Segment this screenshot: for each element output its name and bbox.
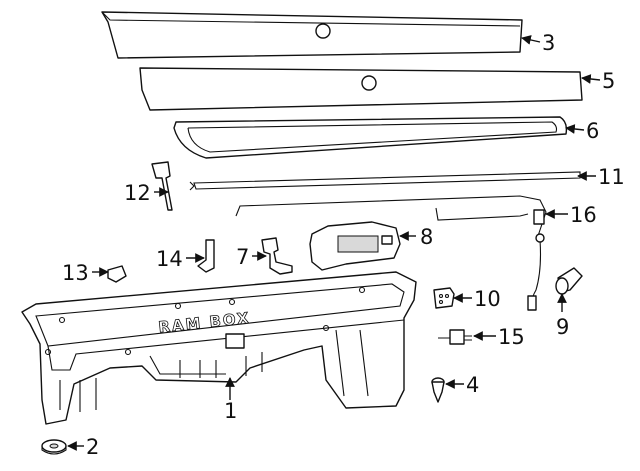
callout-2: 2 bbox=[86, 435, 99, 459]
part-5-lid-panel[interactable] bbox=[139, 67, 583, 111]
part-8-latch-housing[interactable] bbox=[309, 221, 401, 271]
callout-6: 6 bbox=[586, 119, 599, 143]
callout-3: 3 bbox=[542, 31, 555, 55]
callout-labels: 3 5 6 11 12 16 8 7 14 13 10 9 15 4 1 2 bbox=[62, 31, 625, 459]
callout-12: 12 bbox=[124, 181, 151, 205]
part-16-cable-assembly[interactable] bbox=[235, 195, 547, 311]
part-4-plug[interactable] bbox=[431, 377, 445, 403]
part-14-bracket[interactable] bbox=[197, 239, 215, 273]
callout-5: 5 bbox=[602, 69, 615, 93]
callout-1: 1 bbox=[224, 399, 237, 423]
callout-15: 15 bbox=[498, 325, 525, 349]
part-13-stopper[interactable] bbox=[107, 265, 127, 283]
part-15-connector[interactable] bbox=[438, 329, 472, 345]
leader-lines bbox=[67, 35, 601, 451]
callout-7: 7 bbox=[236, 245, 249, 269]
callout-9: 9 bbox=[556, 315, 569, 339]
callout-10: 10 bbox=[474, 287, 501, 311]
callout-11: 11 bbox=[598, 165, 625, 189]
callout-16: 16 bbox=[570, 203, 597, 227]
callout-14: 14 bbox=[156, 247, 183, 271]
part-2-washer[interactable] bbox=[41, 439, 67, 455]
part-10-plate[interactable] bbox=[433, 287, 455, 309]
callout-8: 8 bbox=[420, 225, 433, 249]
part-7-clip[interactable] bbox=[261, 237, 293, 275]
part-6-lid-seal[interactable] bbox=[173, 116, 568, 159]
part-3-lid-cover[interactable] bbox=[101, 11, 523, 59]
callout-13: 13 bbox=[62, 261, 89, 285]
part-11-latch-rod[interactable] bbox=[189, 171, 581, 191]
callout-4: 4 bbox=[466, 373, 479, 397]
part-1-storage-bin[interactable]: RAM BOX bbox=[21, 271, 417, 425]
part-9-knob[interactable] bbox=[555, 267, 583, 295]
part-12-hinge-bracket[interactable] bbox=[151, 161, 173, 211]
